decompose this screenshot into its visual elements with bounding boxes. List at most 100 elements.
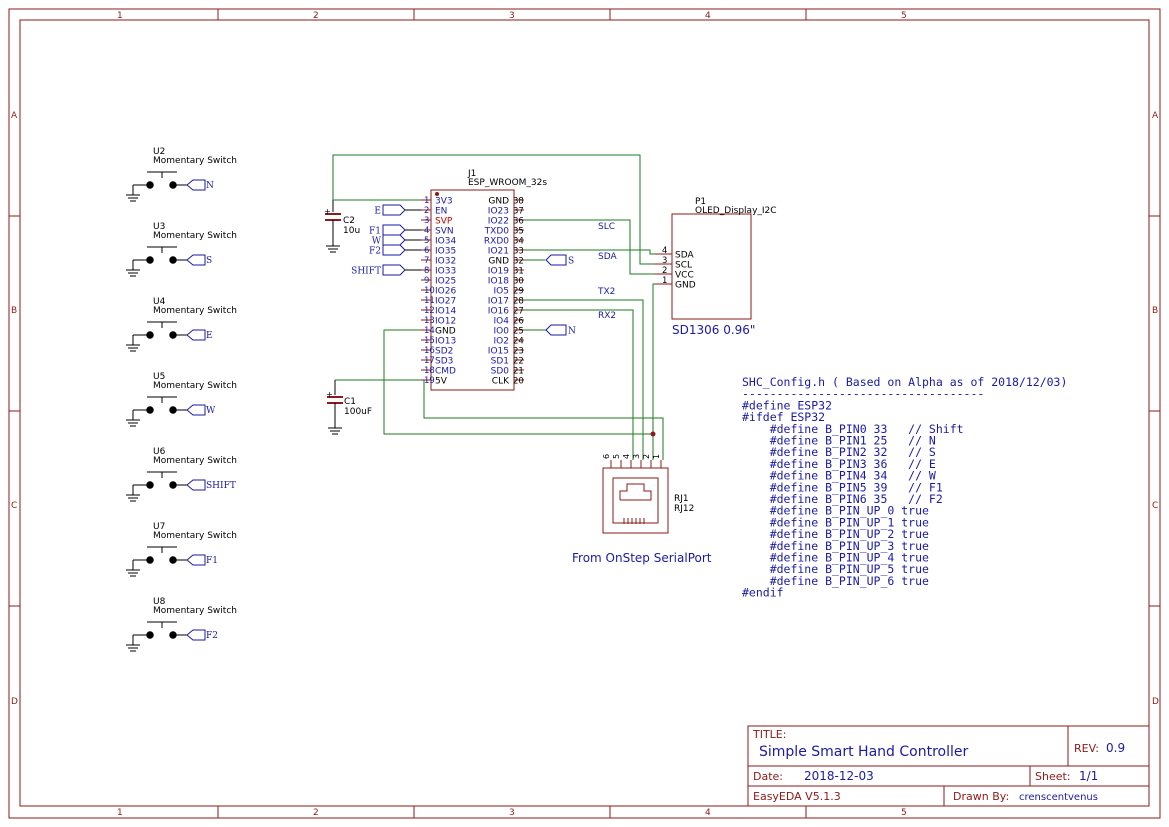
capacitor-c1: + C1 100uF [326,380,372,435]
esp-pin-num: 34 [513,237,524,247]
esp-net-flag: S [568,257,574,267]
rj-pin-num: 3 [632,454,641,459]
esp-pin-num: 37 [513,207,524,217]
switch-net-label: E [206,331,213,341]
row-mark-left: C [11,501,17,511]
esp-pin-name: IO34 [435,237,456,247]
switch-ref: U2 [153,147,165,157]
col-mark-top: 1 [117,11,123,21]
title-label: TITLE: [752,728,786,741]
rj-pin-num: 5 [612,454,621,459]
col-mark-bottom: 4 [705,808,711,818]
esp-pin-name: IO18 [488,277,509,287]
switch-value: Momentary Switch [153,381,237,391]
rj-pin-num: 1 [652,454,661,459]
esp-pin-name: IO16 [488,307,509,317]
esp-pin-name: SVP [435,217,453,227]
oled-pin-name: SCL [675,261,692,271]
config-line: #define B_PIN5 39 // F1 [742,480,943,494]
switch-value: Momentary Switch [153,531,237,541]
esp-pin-num: 23 [513,347,524,357]
switch-net-label: F1 [206,556,218,566]
config-line: #define B_PIN4 34 // W [742,469,936,483]
tool-version: EasyEDA V5.1.3 [753,790,841,803]
esp-pin-num: 16 [424,346,435,356]
col-mark-bottom: 3 [509,808,515,818]
esp-pin-num: 28 [513,297,524,307]
esp-pin-name: IO0 [494,327,510,337]
esp-pin-name: CMD [435,367,456,377]
esp-pin-num: 6 [424,246,429,256]
oled-pin-name: SDA [675,251,694,261]
rev-value: 0.9 [1106,741,1125,755]
esp-pin-num: 3 [424,216,429,226]
rj-pin-num: 4 [622,454,631,459]
esp-pin-name: GND [488,257,509,267]
switch-ref: U8 [153,597,166,607]
esp-pin-num: 36 [513,217,524,227]
c1-value: 100uF [344,407,372,417]
title-block: TITLE: Simple Smart Hand Controller REV:… [747,725,1150,807]
esp-pin-name: TXD0 [484,227,510,237]
rj-caption: From OnStep SerialPort [572,551,712,565]
capacitor-c2: + C2 10u [324,200,360,253]
switch-ref: U5 [153,372,165,382]
esp-pin-num: 38 [513,197,524,207]
oled-pin-num: 1 [662,276,667,286]
net-label-tx2: TX2 [597,287,615,297]
config-line: #define B_PIN2 32 // S [742,445,936,459]
row-mark-right: D [1152,697,1159,707]
c2-value: 10u [343,226,360,236]
esp-pin-name: SD0 [491,367,510,377]
esp-pin-num: 21 [513,367,524,377]
config-line: #define B_PIN6 35 // F2 [742,492,943,506]
esp-pin-name: IO12 [435,317,456,327]
esp-pin-name: IO19 [488,267,509,277]
row-mark-left: B [11,306,17,316]
esp-pin-num: 35 [513,227,524,237]
switch-value: Momentary Switch [153,456,237,466]
rev-label: REV: [1074,742,1099,755]
esp-pin-name: IO5 [494,287,509,297]
config-line: #define ESP32 [742,398,832,412]
esp-pin-name: RXD0 [484,237,509,247]
esp-pin-name: IO17 [488,297,509,307]
esp-pin-name: GND [435,327,456,337]
net-label-rx2: RX2 [598,311,616,321]
net-label-sda: SDA [598,252,617,262]
config-line: #define B_PIN_UP_5 true [742,562,929,576]
oled-ref: P1 [695,197,706,207]
esp-pin-name: SD1 [491,357,509,367]
esp-pin-name: IO33 [435,267,456,277]
rj-value: RJ12 [674,504,694,514]
esp-pin-name: CLK [492,377,510,387]
esp-pin-num: 32 [513,257,524,267]
oled-pin-name: VCC [675,271,694,281]
row-mark-right: B [1152,306,1158,316]
config-line: #define B_PIN3 36 // E [742,457,936,471]
esp-pin-name: IO26 [435,287,456,297]
oled-pin-num: 2 [662,266,667,276]
esp-pin-name: SD3 [435,357,453,367]
config-line: #define B_PIN1 25 // N [742,434,936,448]
rj-pin-num: 2 [642,454,651,459]
esp-pin-name: IO22 [488,217,509,227]
esp-pin-name: IO15 [488,347,509,357]
switch-value: Momentary Switch [153,306,237,316]
esp-net-flag: F1 [369,227,381,237]
switch-ref: U7 [153,522,165,532]
wires: SLC SDA TX2 RX2 [332,154,665,460]
net-label-slc: SLC [598,222,615,232]
esp-pin-name: IO14 [435,307,456,317]
config-line: #define B_PIN_UP_1 true [742,515,929,529]
config-line: #define B_PIN_UP_0 true [742,504,929,518]
config-line: #define B_PIN_UP_3 true [742,539,929,553]
esp-pin-num: 31 [513,267,524,277]
switch-value: Momentary Switch [153,231,237,241]
